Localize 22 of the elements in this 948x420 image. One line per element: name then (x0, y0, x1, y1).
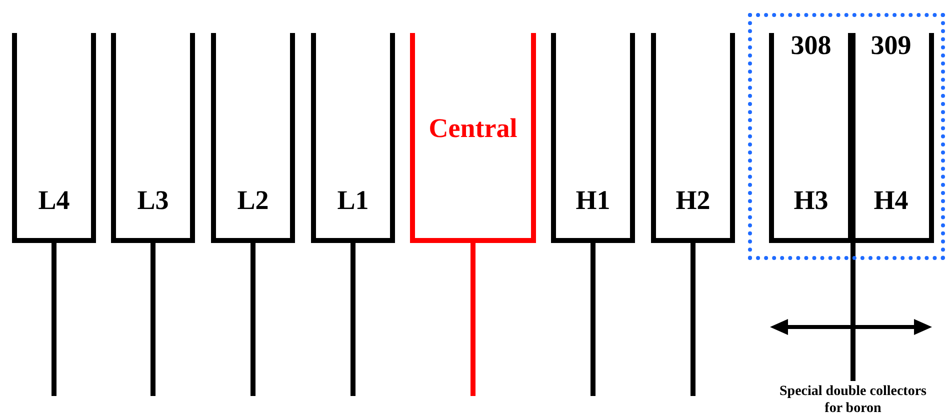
mass-label: 308 (790, 30, 832, 60)
collector-label: H3 (794, 185, 828, 215)
dotted-group-frame (748, 13, 945, 260)
collector-label: H1 (576, 185, 610, 215)
collector-cup (769, 33, 853, 243)
collector-label: H4 (874, 185, 908, 215)
collector-cup (12, 33, 96, 243)
collector-cup (551, 33, 635, 243)
collector-cup (410, 33, 536, 243)
collector-cup (853, 33, 934, 243)
collector-label: L4 (38, 185, 70, 215)
collector-cup (651, 33, 735, 243)
collector-label: L3 (137, 185, 169, 215)
collector-cup (211, 33, 295, 243)
collector-cup (111, 33, 195, 243)
mass-label: 309 (870, 30, 912, 60)
collector-label: H2 (676, 185, 710, 215)
caption-text: Special double collectors for boron (778, 383, 928, 417)
collector-label: Central (428, 113, 518, 143)
collector-label: L1 (337, 185, 369, 215)
collector-cup (311, 33, 395, 243)
collector-label: L2 (237, 185, 269, 215)
